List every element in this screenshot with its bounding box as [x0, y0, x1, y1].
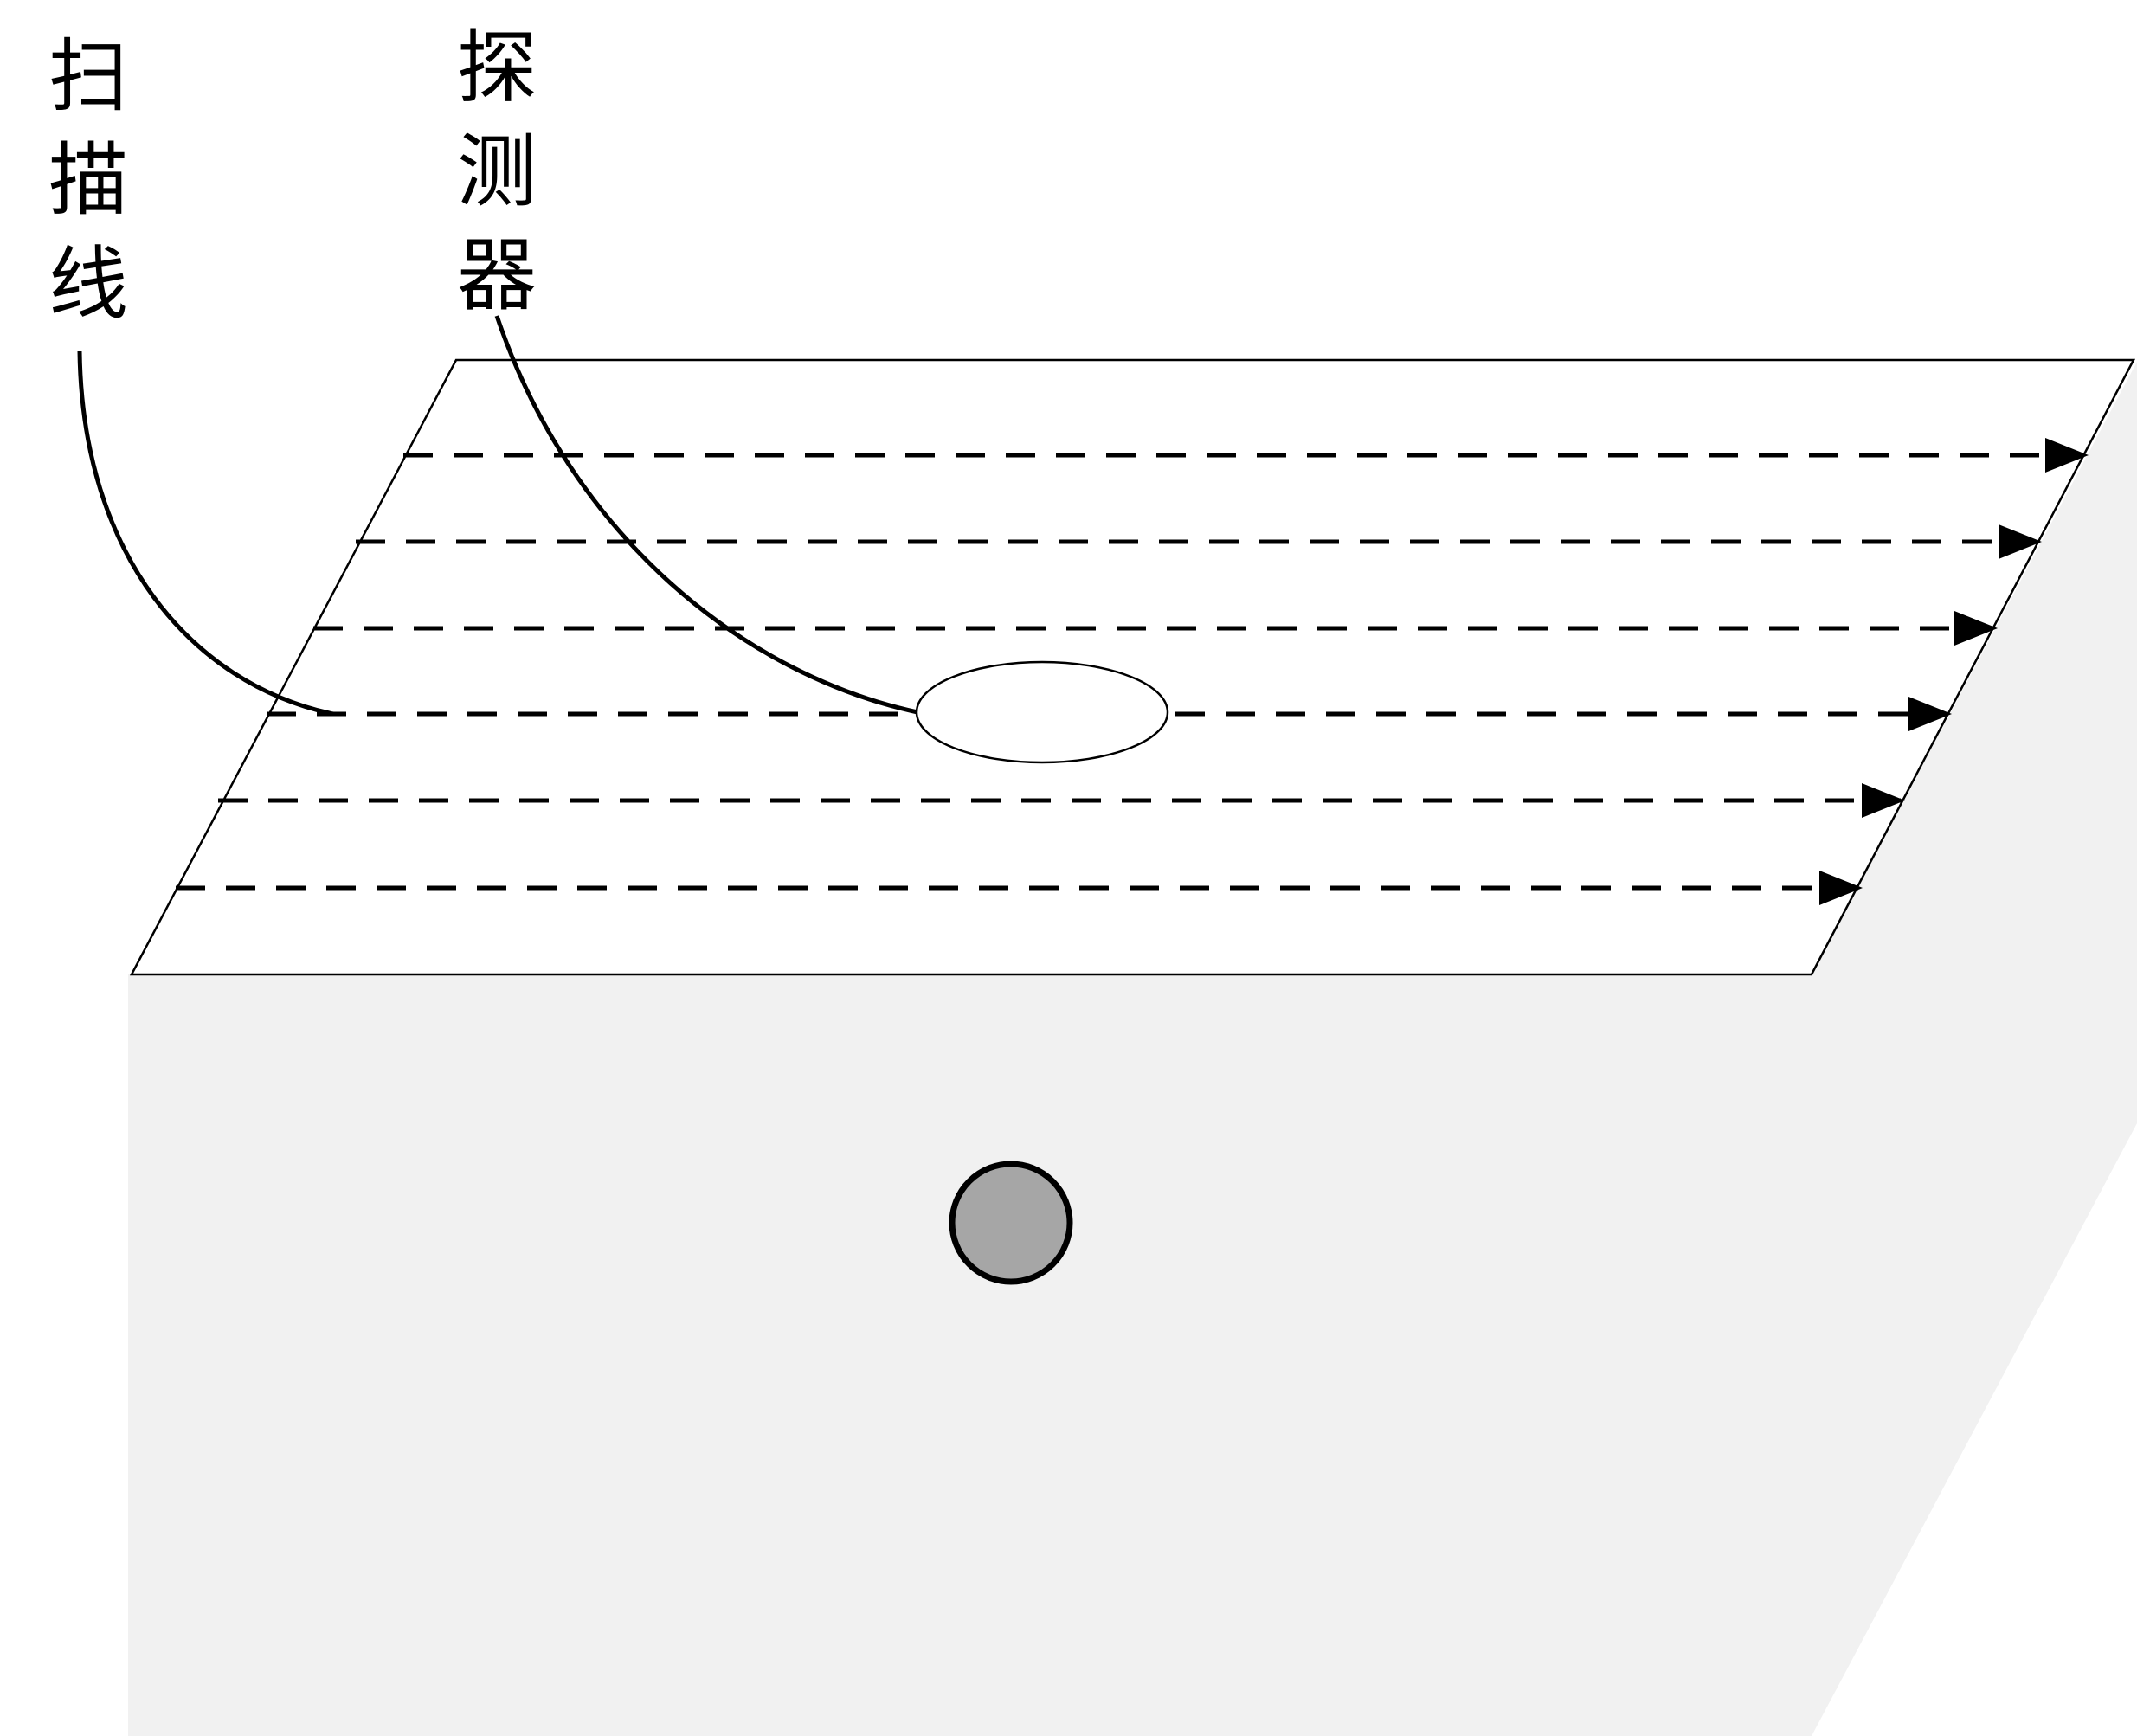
detector-label-char-3: 器: [457, 229, 537, 322]
block-right-face: [1812, 362, 2137, 1736]
ellipse-probe-icon: [915, 660, 1169, 764]
block-front-face: [128, 974, 1812, 1736]
scan-lines: [176, 438, 2089, 905]
scan-line-leader: [77, 350, 334, 717]
circle-defect-icon: [949, 1161, 1073, 1285]
detector-leader: [494, 315, 918, 715]
detector-label: 探 测 器: [457, 22, 537, 322]
scan-line-label: 扫 描 线: [48, 30, 128, 331]
detector-label-char-2: 测: [457, 125, 537, 218]
scan-line-label-char-2: 描: [48, 134, 128, 227]
detector-label-char-1: 探: [457, 22, 537, 114]
top-surface: [129, 358, 2136, 976]
scan-line-label-char-3: 线: [48, 238, 128, 331]
scan-line-label-char-1: 扫: [48, 30, 128, 123]
